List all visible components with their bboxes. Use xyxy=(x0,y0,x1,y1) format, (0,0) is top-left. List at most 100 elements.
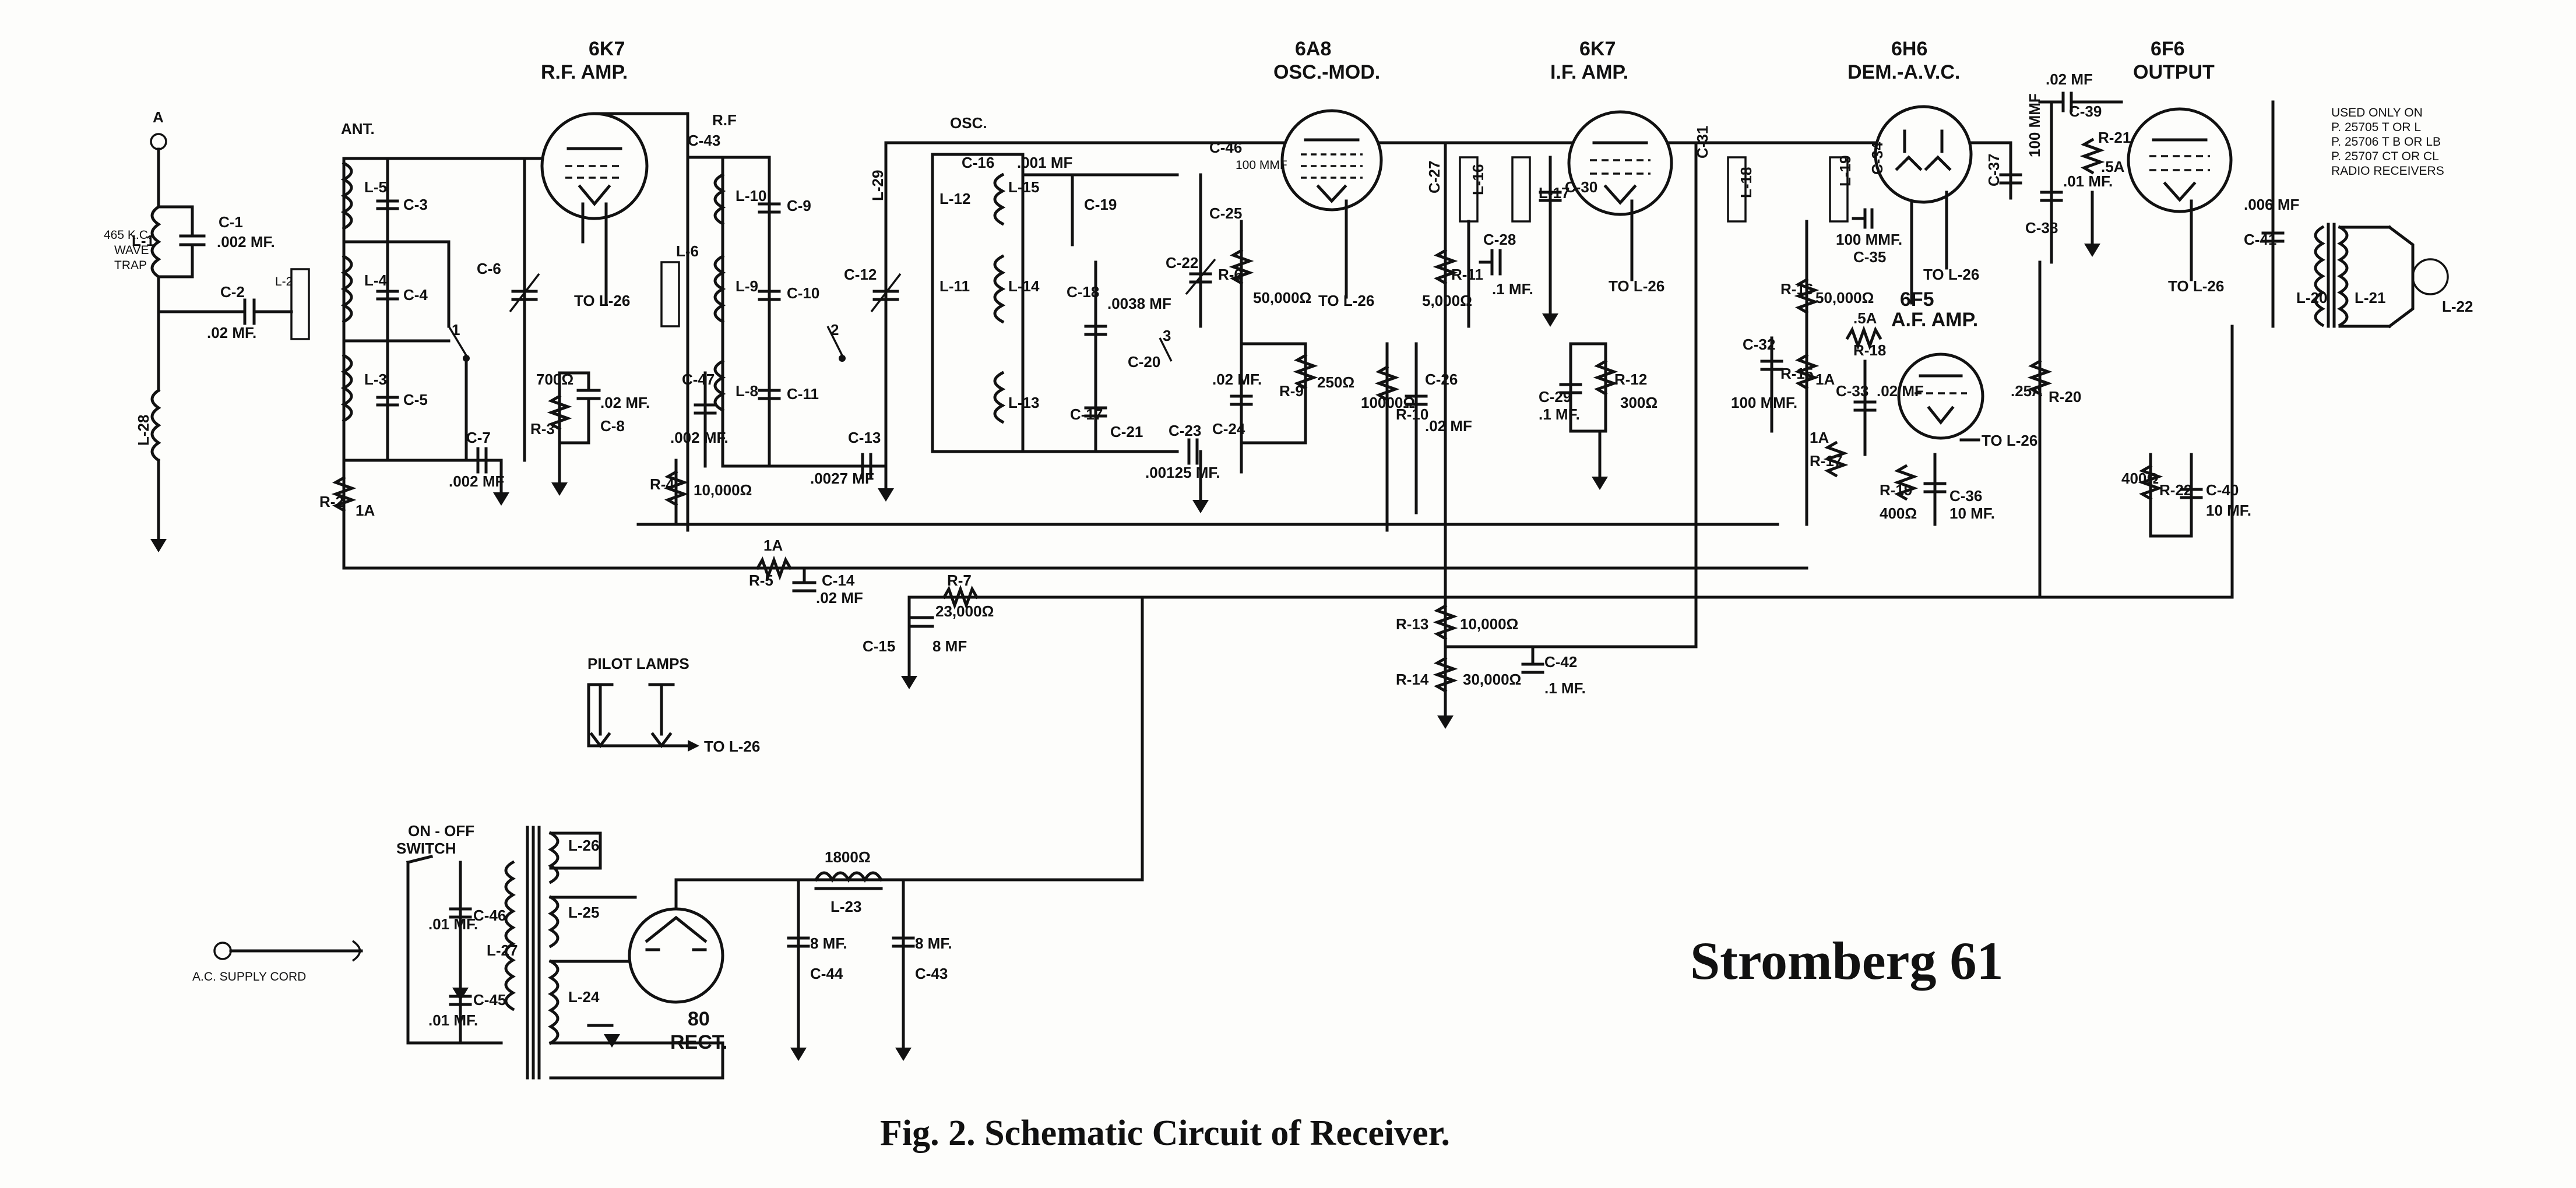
R-2-value: 1A xyxy=(356,502,375,519)
rf-coil-section: R.F C-43 L-10 L-9 L-8 L-6 C-47 .002 MF. … xyxy=(650,111,894,526)
C-37-label: C-37 xyxy=(1985,154,2003,186)
C-39-label: C-39 xyxy=(2069,103,2102,120)
R-5-value: 1A xyxy=(763,537,783,554)
C-18-value: .0038 MF xyxy=(1107,295,1171,312)
bias-divider: R-13 10,000Ω R-14 30,000Ω C-42 .1 MF. xyxy=(1396,604,1698,729)
C-36-value: 10 MF. xyxy=(1949,505,1995,522)
C-31-label: C-31 xyxy=(1694,126,1711,158)
C-13-label: C-13 xyxy=(848,429,881,446)
C-26-label: C-26 xyxy=(1425,371,1458,388)
L-19-label: L-19 xyxy=(1836,156,1854,186)
C-46-label: C-46 xyxy=(473,907,506,924)
L-1-label: L-1 xyxy=(132,232,154,249)
C-1-label: C-1 xyxy=(219,213,243,231)
C-7-value: .002 MF xyxy=(449,473,504,490)
R-13-value: 10,000Ω xyxy=(1460,615,1518,633)
C-32-value: 100 MMF. xyxy=(1731,394,1797,411)
on-off-switch-label-2: SWITCH xyxy=(396,840,456,857)
C-30-label: C-30 xyxy=(1565,178,1597,196)
C-26-value: .02 MF xyxy=(1425,417,1472,435)
osc-section: OSC. C-12 L-29 L-12 L-11 L-15 L-14 L-13 … xyxy=(844,114,1220,689)
avc-filter-section: R-5 1A C-14 .02 MF R-7 23,000Ω xyxy=(749,537,994,620)
R-11-label: R-11 xyxy=(1451,266,1483,283)
C-23-value: .00125 MF. xyxy=(1145,464,1220,481)
C-41-label: C-41 xyxy=(2244,231,2276,248)
C-41-value: .006 MF xyxy=(2244,196,2299,213)
L-28-label: L-28 xyxy=(135,415,152,446)
C-11-label: C-11 xyxy=(787,385,819,403)
R-14-label: R-14 xyxy=(1396,671,1429,688)
L-29-label: L-29 xyxy=(869,170,886,201)
output-note-1: USED ONLY ON xyxy=(2331,106,2423,119)
tube-6f5-to-l26: TO L-26 xyxy=(1982,432,2037,449)
antenna-terminal-label: A xyxy=(153,108,164,126)
R-9-label: R-9 xyxy=(1279,382,1304,400)
C-36-label: C-36 xyxy=(1949,487,1982,505)
pilot-lamps: PILOT LAMPS TO L-26 xyxy=(587,655,760,755)
R-17-label: R-17 xyxy=(1810,452,1842,470)
C-13-value: .0027 MF xyxy=(810,470,874,487)
ant-coil-section: ANT. L-5 L-4 L-3 C-3 C-4 C-5 1 C-6 xyxy=(319,120,602,570)
C-16-label: C-16 xyxy=(962,154,994,171)
C-24-value: .02 MF. xyxy=(1212,371,1262,388)
C-16-value: .001 MF xyxy=(1017,154,1072,171)
C-14-value: .02 MF xyxy=(816,589,863,607)
C-12-label: C-12 xyxy=(844,266,877,283)
C-24-label: C-24 xyxy=(1212,420,1245,438)
bus-lines xyxy=(342,141,2234,882)
figure-caption: Fig. 2. Schematic Circuit of Receiver. xyxy=(880,1113,1450,1153)
R-7-label: R-7 xyxy=(947,572,972,589)
R-18-value: .5A xyxy=(1853,309,1877,327)
C-18-label: C-18 xyxy=(1067,283,1099,301)
C-2-label: C-2 xyxy=(220,283,245,301)
tube-6f6-role: OUTPUT xyxy=(2133,61,2215,83)
C-20-label: C-20 xyxy=(1128,353,1160,371)
L-22-label: L-22 xyxy=(2442,298,2473,315)
L-20-label: L-20 xyxy=(2296,289,2327,306)
L-11-label: L-11 xyxy=(939,277,970,295)
C-46-value: .01 MF. xyxy=(428,915,478,933)
C-23-label: C-23 xyxy=(1169,422,1201,439)
tube-6a8-role: OSC.-MOD. xyxy=(1273,61,1380,83)
tube-6h6-role: DEM.-A.V.C. xyxy=(1847,61,1960,83)
tube-6k7-rf-role: R.F. AMP. xyxy=(541,61,628,83)
R-16-value: 50,000Ω xyxy=(1815,289,1874,306)
C-37-value: 100 MMF xyxy=(2026,93,2043,157)
switch-pos-3: 3 xyxy=(1163,327,1171,344)
osc-mod-stage: 6A8 OSC.-MOD. C-46 100 MMF C-25 TO L-26 … xyxy=(1209,38,1383,474)
R-19-value: 400Ω xyxy=(1880,505,1917,522)
C-29-value: .1 MF. xyxy=(1539,406,1580,423)
L-24-label: L-24 xyxy=(568,988,600,1006)
L-23-value: 1800Ω xyxy=(825,848,871,866)
C-8-value: .02 MF. xyxy=(600,394,650,411)
R-6-value: 50,000Ω xyxy=(1253,289,1311,306)
R-10-label: R-10 xyxy=(1396,406,1428,423)
ac-cord-label: A.C. SUPPLY CORD xyxy=(192,970,306,983)
tube-6h6-type: 6H6 xyxy=(1891,38,1927,60)
R-18-label: R-18 xyxy=(1853,341,1886,359)
R-14-value: 30,000Ω xyxy=(1463,671,1521,688)
L-14-label: L-14 xyxy=(1008,277,1040,295)
C-45-label: C-45 xyxy=(473,991,506,1009)
C-7-label: C-7 xyxy=(466,429,491,446)
L-13-label: L-13 xyxy=(1008,394,1039,411)
C-44-value: 8 MF. xyxy=(810,935,847,952)
af-amp-stage: 6F5 A.F. AMP. TO L-26 C-33 .02 MF R-17 1… xyxy=(1810,288,2037,526)
C-21-label: C-21 xyxy=(1110,423,1143,440)
C-17-label: C-17 xyxy=(1070,406,1103,423)
L-21-label: L-21 xyxy=(2355,289,2385,306)
L-6-label: L-6 xyxy=(676,242,699,260)
L-3-label: L-3 xyxy=(364,371,387,388)
C-34-label: C-34 xyxy=(1868,142,1886,175)
C-8-label: C-8 xyxy=(600,417,625,435)
C-14-label: C-14 xyxy=(822,572,855,589)
tube-6f6-to-l26: TO L-26 xyxy=(2168,277,2224,295)
L-12-label: L-12 xyxy=(939,190,970,207)
R-5-label: R-5 xyxy=(749,572,773,589)
tube-6k7-rf-to-l26: TO L-26 xyxy=(574,292,630,309)
R-20-label: R-20 xyxy=(2049,388,2081,406)
C-3-label: C-3 xyxy=(403,196,428,213)
tube-6h6-envelope xyxy=(1874,105,1973,204)
L-5-label: L-5 xyxy=(364,178,387,196)
